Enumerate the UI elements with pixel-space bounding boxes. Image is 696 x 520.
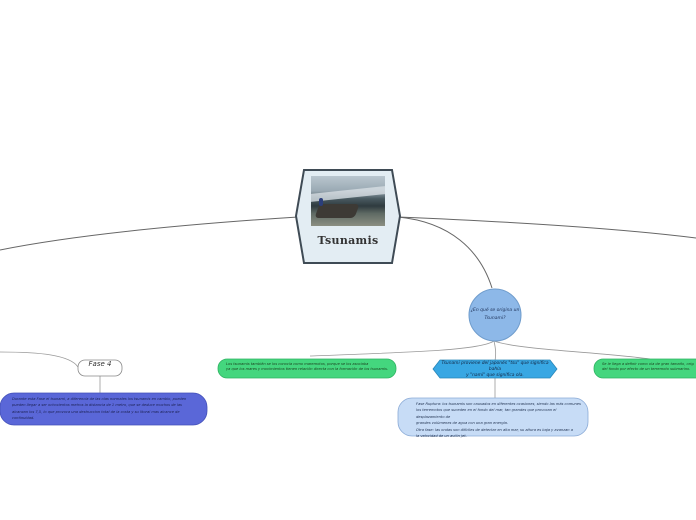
right-pill-line-1: Se le llega a definir como ola de gran t…	[602, 362, 694, 366]
detail-box[interactable]	[397, 397, 589, 437]
phase-line-1: Durante esta Fase el tsunami, a diferenc…	[12, 397, 187, 401]
detail-line-2: los terremotos que suceden en el fondo d…	[416, 408, 557, 419]
left-pill-line-2: ya que los mares y movimientos tienen re…	[226, 367, 388, 371]
phase-text-box[interactable]	[0, 392, 208, 426]
central-title: Tsunamis	[317, 234, 379, 247]
right-green-pill[interactable]	[593, 358, 696, 379]
branch-to-right-pill	[493, 340, 651, 360]
detail-line-1: Fase Ruptura: los tsunamis son causados …	[416, 402, 581, 406]
phase-text: Durante esta Fase el tsunami, a diferenc…	[12, 396, 200, 422]
question-text: ¿En qué se origina un Tsunami?	[470, 308, 520, 321]
detail-line-4: Otra fase: las ondas son difíciles de de…	[416, 427, 573, 432]
hex-node[interactable]	[432, 359, 558, 379]
hex-line-2: y "nami" que significa ola.	[466, 373, 524, 378]
phase-line-2: pueden llegar a ser ochocientos metros l…	[12, 403, 182, 408]
question-node[interactable]	[468, 288, 522, 342]
branch-to-left-pill	[309, 340, 495, 357]
detail-line-3: grandes volúmenes de agua con una gran e…	[416, 421, 508, 426]
left-pill-line-1: Los tsunamis también se los conocía como…	[226, 362, 369, 366]
branch-question	[397, 216, 493, 289]
phase-line-4: continuidad.	[12, 416, 35, 421]
branch-to-hex	[493, 340, 497, 362]
detail-box-text: Fase Ruptura: los tsunamis son causados …	[416, 401, 582, 439]
left-green-pill[interactable]	[217, 358, 397, 379]
branch-right	[397, 216, 696, 239]
phase-label: Fase 4	[88, 360, 112, 368]
detail-line-5: la velocidad de un avión jet.	[416, 434, 467, 439]
tsunami-photo	[311, 176, 385, 226]
phase-line-3: alcanzan los 7,5, lo que provoca una des…	[12, 409, 180, 414]
phase-label-pill[interactable]	[77, 359, 123, 377]
right-pill-text: Se le llega a definir como ola de gran t…	[602, 362, 694, 372]
left-pill-text: Los tsunamis también se los conocía como…	[226, 362, 390, 372]
right-pill-line-2: del fondo por efecto de un terremoto sub…	[602, 367, 691, 371]
branch-to-phase	[0, 351, 79, 368]
hex-text: Tsunami proviene del japonés "tsu" que s…	[436, 361, 554, 379]
photo-person	[319, 198, 323, 206]
branch-left	[0, 216, 299, 251]
photo-rubble	[314, 204, 360, 218]
hex-line-1: Tsunami proviene del japonés "tsu" que s…	[441, 361, 549, 372]
